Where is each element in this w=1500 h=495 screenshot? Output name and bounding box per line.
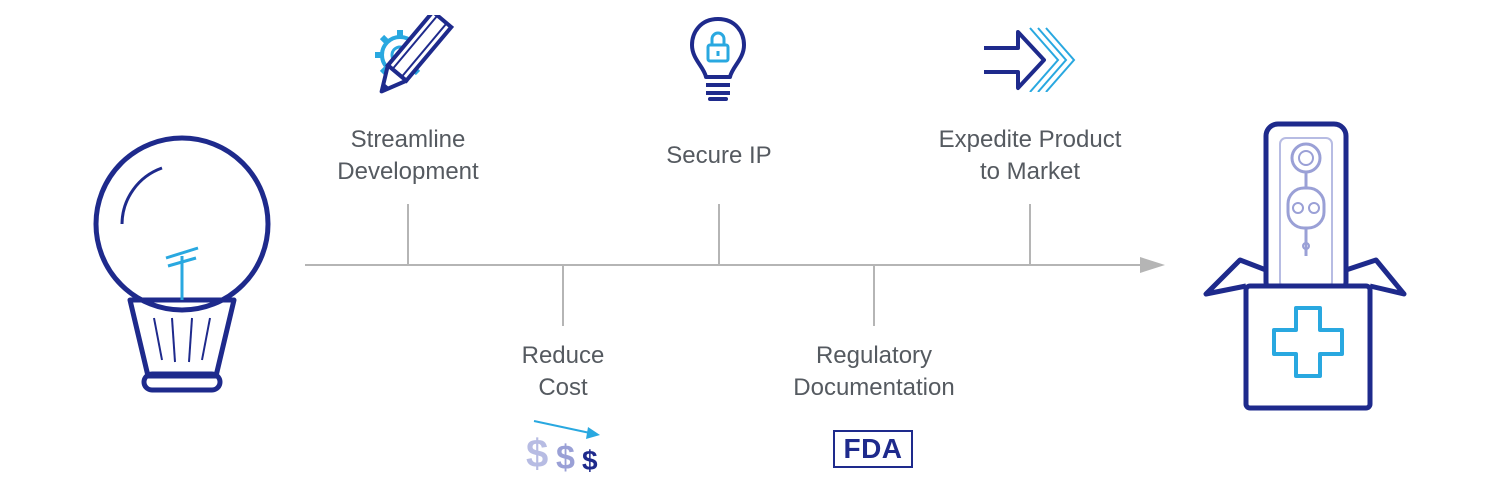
- svg-text:$: $: [526, 432, 548, 475]
- forward-arrow-icon: [984, 27, 1076, 92]
- dollar-decrease-icon: $ $ $: [526, 420, 600, 475]
- label-expedite-product: Expedite Product to Market: [938, 126, 1122, 185]
- label-secure-ip: Secure IP: [666, 142, 772, 169]
- label-regulatory-documentation: Regulatory Documentation: [793, 342, 955, 401]
- medical-device-box-icon: [1203, 121, 1407, 411]
- svg-text:$: $: [556, 439, 575, 475]
- axis-arrowhead: [1140, 257, 1165, 273]
- pencil-gear-icon: [375, 15, 455, 94]
- label-reduce-cost: Reduce Cost: [521, 342, 605, 401]
- fda-badge-text: FDA: [843, 433, 903, 464]
- lightbulb-icon: [93, 135, 271, 393]
- lightbulb-lock-icon: [690, 17, 746, 101]
- label-streamline-development: Streamline Development: [337, 126, 479, 185]
- svg-text:$: $: [582, 445, 598, 475]
- fda-badge-icon: FDA: [833, 430, 913, 468]
